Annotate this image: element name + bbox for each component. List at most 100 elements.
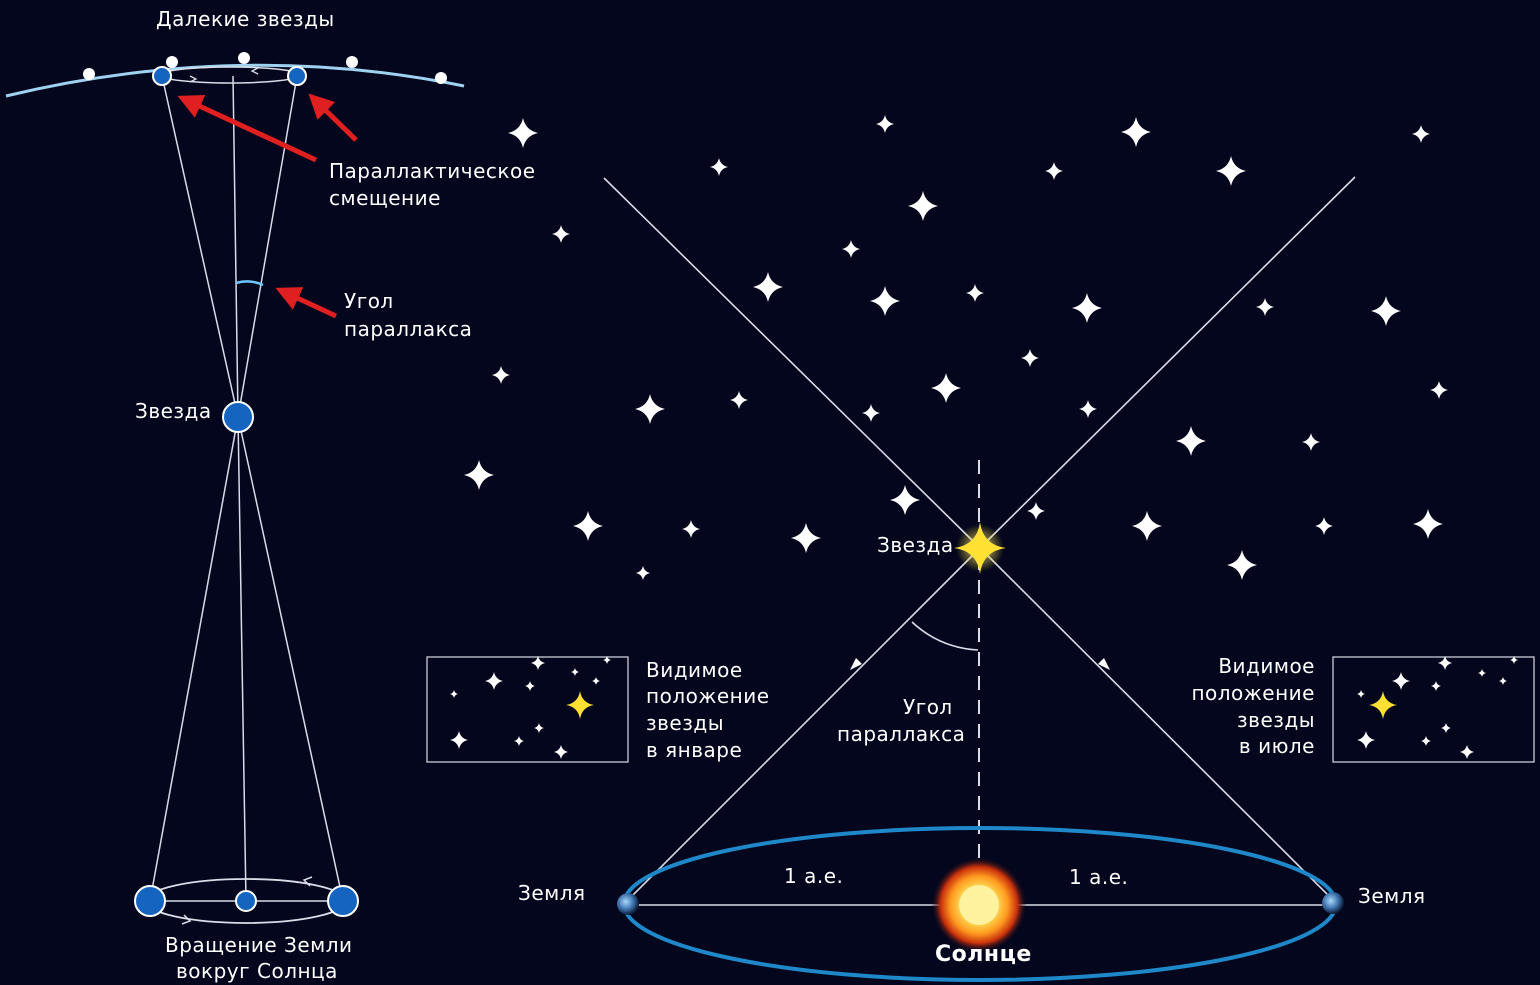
background-star: [1392, 672, 1410, 690]
sun-left: [235, 890, 257, 912]
background-star: [862, 404, 880, 422]
background-star: [1176, 426, 1206, 456]
background-star: [554, 745, 568, 759]
background-star: [908, 191, 938, 221]
earth-july: [1322, 892, 1344, 914]
background-star: [1021, 349, 1039, 367]
background-star: [791, 523, 821, 553]
star-label-left: Звезда: [135, 399, 212, 423]
right-diagram: [426, 115, 1535, 982]
near-star-right: [954, 522, 1006, 574]
background-star: [1079, 400, 1097, 418]
july-inset: [1332, 656, 1535, 763]
background-star: [1460, 745, 1474, 759]
january-label-line3: звезды: [646, 711, 724, 735]
sight-lines-upper: [161, 75, 298, 418]
background-star: [1499, 677, 1507, 685]
earth-position-left: [134, 885, 166, 917]
background-star: [730, 391, 748, 409]
january-label-line2: положение: [646, 684, 770, 708]
background-star: [1371, 296, 1401, 326]
parallax-angle-arrow: [275, 287, 338, 319]
sight-lines-lower: [149, 416, 344, 902]
parallax-angle-label-line1: Угол: [344, 289, 394, 313]
background-star: [492, 366, 510, 384]
parallax-shift-label-line2: смещение: [329, 186, 441, 210]
background-star: [890, 485, 920, 515]
near-star-left: [222, 401, 254, 433]
au-right-label: 1 а.е.: [1069, 865, 1129, 889]
background-star: [450, 690, 458, 698]
background-star: [1027, 502, 1045, 520]
earth-right-label: Земля: [1358, 884, 1426, 908]
background-star: [592, 677, 600, 685]
parallax-angle-right-line1: Угол: [903, 695, 953, 719]
july-label-line3: звезды: [1237, 708, 1315, 732]
background-star: [635, 394, 665, 424]
background-star: [1430, 381, 1448, 399]
background-star: [552, 225, 570, 243]
background-star: [603, 656, 611, 664]
distant-stars-label: Далекие звезды: [156, 7, 335, 31]
background-star: [876, 115, 894, 133]
background-star: [531, 656, 545, 670]
july-label-line4: в июле: [1238, 734, 1315, 758]
background-star: [1431, 681, 1441, 691]
background-star: [1256, 298, 1274, 316]
background-star: [1302, 433, 1320, 451]
apparent-motion-ellipse: [159, 66, 301, 84]
background-star: [1412, 125, 1430, 143]
background-star: [450, 731, 468, 749]
projected-star-position-right: [287, 66, 307, 86]
background-star: [1438, 656, 1452, 670]
background-star: [682, 520, 700, 538]
parallax-angle-arc-left: [235, 280, 264, 287]
background-star: [1441, 723, 1451, 733]
background-star: [636, 566, 650, 580]
parallax-angle-label-line2: параллакса: [344, 317, 473, 341]
july-star-marker: [1369, 691, 1397, 719]
background-star: [1315, 517, 1333, 535]
background-star: [485, 672, 503, 690]
background-star: [1357, 731, 1375, 749]
january-label-line1: Видимое: [646, 658, 743, 682]
earth-position-right: [327, 885, 359, 917]
background-star: [571, 668, 579, 676]
background-star: [1121, 117, 1151, 147]
projected-star-position-left: [152, 66, 172, 86]
au-left-label: 1 а.е.: [784, 864, 844, 888]
background-star: [1421, 736, 1431, 746]
sun-label: Солнце: [935, 942, 1032, 967]
sun-core: [959, 885, 999, 925]
celestial-sphere-arc: [5, 63, 465, 98]
parallax-shift-arrow-1: [177, 95, 318, 163]
earth-january: [617, 893, 639, 915]
left-diagram: [5, 52, 465, 925]
background-star: [514, 736, 524, 746]
background-star: [525, 681, 535, 691]
earth-orbit-label-line2: вокруг Солнца: [176, 959, 338, 983]
background-star: [966, 284, 984, 302]
background-star: [1478, 669, 1486, 677]
background-star: [1510, 656, 1518, 664]
extended-sight-lines: [603, 176, 1356, 901]
january-label-line4: в январе: [646, 738, 743, 762]
background-stars: [464, 115, 1448, 580]
background-star: [870, 286, 900, 316]
background-star: [573, 511, 603, 541]
distant-star-dots: [83, 52, 447, 84]
background-star: [1413, 509, 1443, 539]
background-star: [534, 723, 544, 733]
january-star-marker: [566, 691, 594, 719]
parallax-angle-right-line2: параллакса: [837, 722, 966, 746]
background-star: [710, 158, 728, 176]
background-star: [464, 460, 494, 490]
background-star: [931, 373, 961, 403]
background-star: [753, 272, 783, 302]
star-label-right: Звезда: [877, 533, 954, 557]
background-star: [842, 240, 860, 258]
background-star: [1357, 690, 1365, 698]
earth-orbit-label-line1: Вращение Земли: [165, 933, 353, 957]
parallax-shift-label-line1: Параллактическое: [329, 159, 536, 183]
